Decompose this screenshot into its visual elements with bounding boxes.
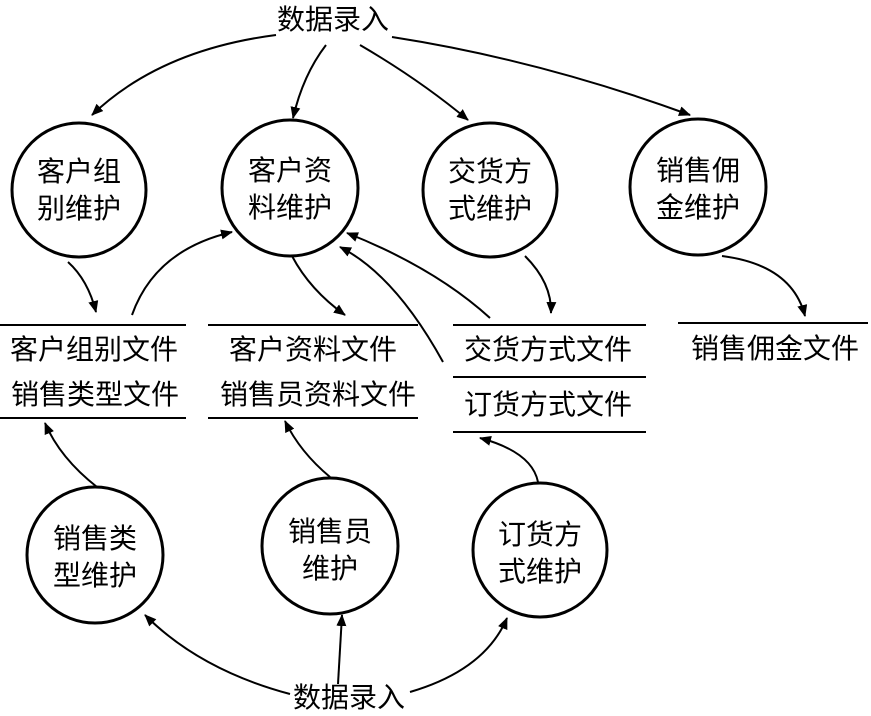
- process-order-maintenance: 订货方 式维护: [471, 481, 609, 619]
- process-delivery-line1: 交货方: [448, 155, 532, 188]
- flow-group-to-group-file: [67, 261, 99, 313]
- flow-order-to-order-file: [479, 436, 539, 483]
- store-commission-file: 销售佣金文件: [691, 332, 859, 365]
- store-delivery-file: 交货方式文件: [464, 333, 632, 366]
- flow-commission-to-commission-file: [721, 255, 808, 317]
- flow-bottom-input-to-order: [409, 617, 508, 693]
- flow-bottom-input-to-salesman: [336, 614, 347, 685]
- process-customer-line1: 客户资: [248, 154, 332, 187]
- process-customer-line2: 料维护: [248, 191, 332, 224]
- flow-customer-to-customer-file: [291, 255, 346, 316]
- process-group-line2: 别维护: [37, 192, 121, 225]
- bottom-source-label: 数据录入: [293, 681, 405, 714]
- flow-delivery-to-delivery-file: [524, 255, 557, 314]
- process-group-maintenance: 客户组 别维护: [10, 121, 148, 259]
- process-delivery-maintenance: 交货方 式维护: [421, 121, 559, 259]
- store-customer-file: 客户资料文件: [229, 333, 397, 366]
- store-group-file: 客户组别文件: [10, 333, 178, 366]
- process-order-line1: 订货方: [498, 518, 582, 551]
- flow-input-to-delivery: [359, 44, 469, 121]
- process-order-line2: 式维护: [498, 555, 582, 588]
- process-salestype-line1: 销售类: [53, 522, 137, 555]
- flow-salesman-to-salesman-file: [284, 420, 331, 478]
- process-salestype-maintenance: 销售类 型维护: [25, 485, 165, 625]
- flow-input-to-group: [91, 34, 277, 116]
- process-salesman-line1: 销售员: [288, 515, 372, 548]
- flow-input-to-customer: [290, 44, 327, 119]
- process-delivery-line2: 式维护: [448, 192, 532, 225]
- process-commission-line2: 金维护: [656, 191, 740, 224]
- process-commission-maintenance: 销售佣 金维护: [628, 117, 768, 257]
- process-customer-maintenance: 客户资 料维护: [220, 118, 360, 258]
- store-delivery-order: 交货方式文件 订货方式文件: [453, 324, 646, 433]
- process-group-line1: 客户组: [37, 155, 121, 188]
- process-salestype-line2: 型维护: [53, 559, 137, 592]
- store-salesman-file: 销售员资料文件: [220, 378, 416, 411]
- top-source-label: 数据录入: [277, 3, 389, 36]
- store-group-salestype: 客户组别文件 销售类型文件: [0, 324, 186, 419]
- flow-group-file-to-customer: [131, 229, 233, 316]
- flow-delivery-file-to-customer: [346, 232, 491, 319]
- store-commission: 销售佣金文件: [678, 322, 868, 365]
- store-customer-salesman: 客户资料文件 销售员资料文件: [208, 324, 418, 419]
- flow-order-file-to-customer: [339, 246, 444, 363]
- store-salestype-file: 销售类型文件: [11, 378, 179, 411]
- store-order-file: 订货方式文件: [464, 388, 632, 421]
- flow-bottom-input-to-salestype: [144, 614, 291, 695]
- flow-input-to-commission: [391, 36, 691, 116]
- flow-salestype-to-salestype-file: [44, 422, 98, 488]
- process-salesman-maintenance: 销售员 维护: [260, 476, 400, 616]
- process-commission-line1: 销售佣: [656, 154, 740, 187]
- process-salesman-line2: 维护: [302, 552, 358, 585]
